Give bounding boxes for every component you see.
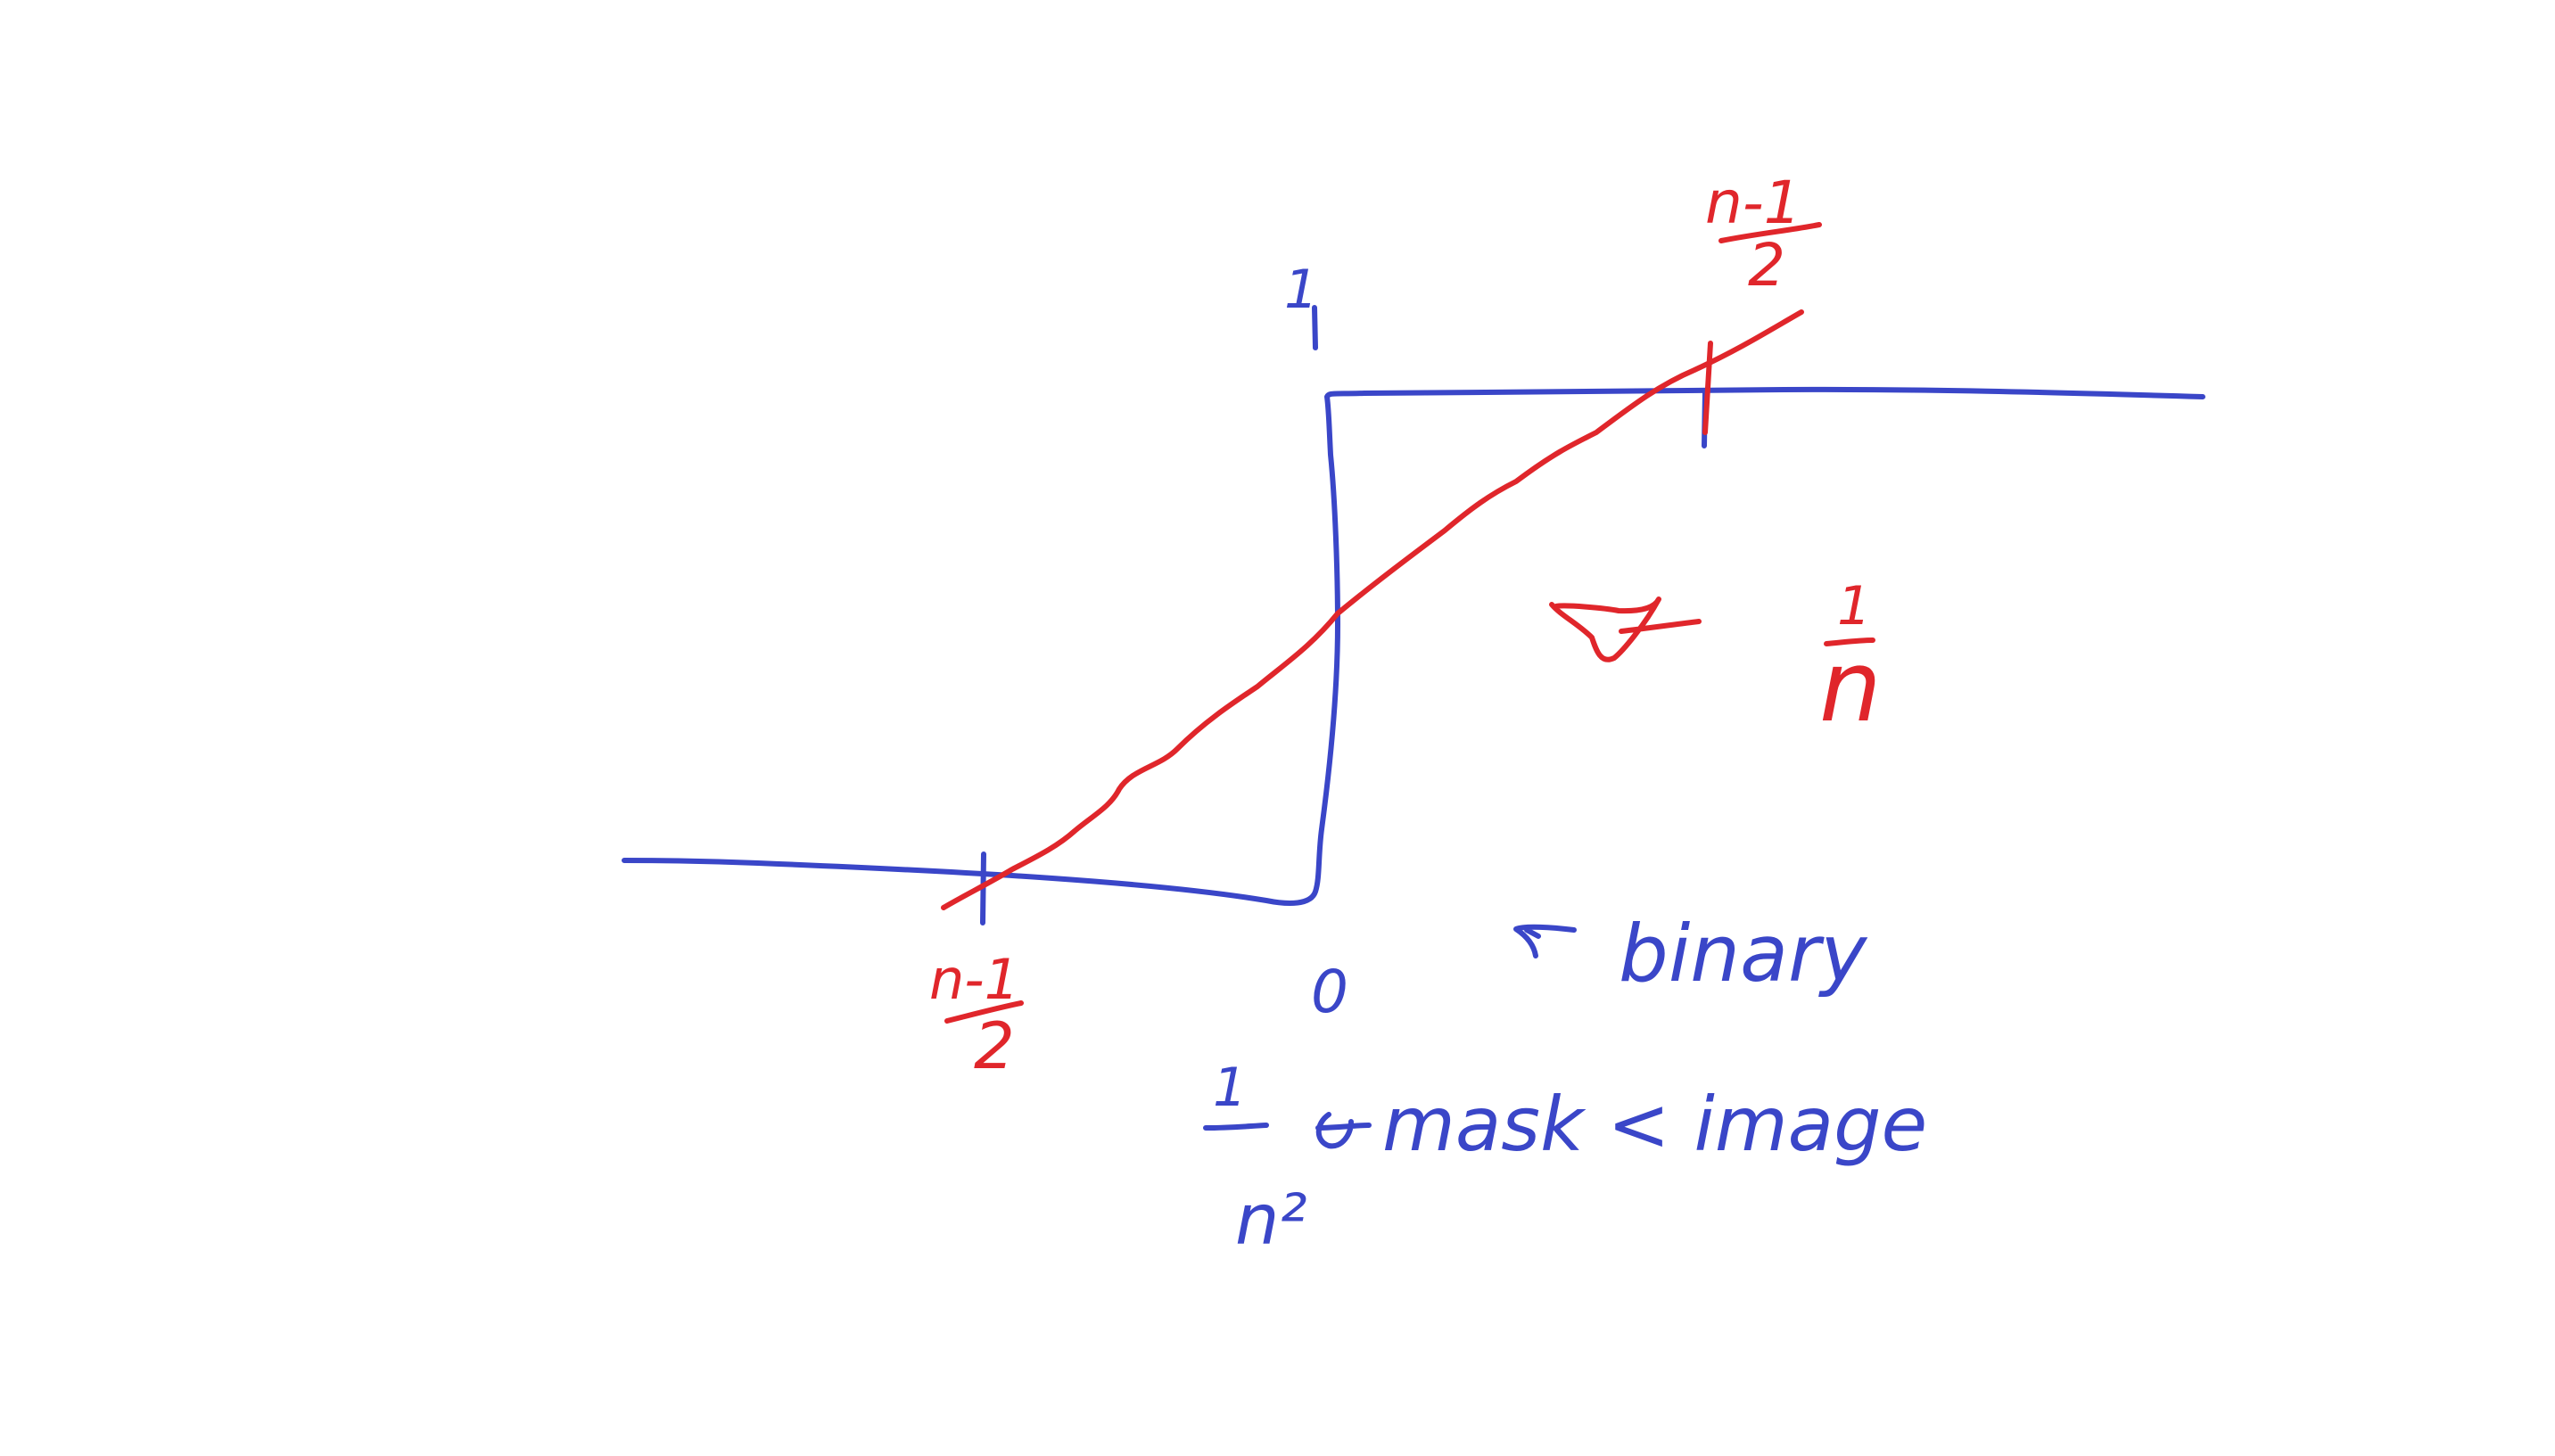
top-right-fraction-bar: [1718, 222, 1822, 243]
step-function-curve: [622, 386, 2205, 906]
top-right-numerator: n-1: [1705, 169, 1801, 237]
bottom-left-denominator: 2: [974, 1008, 1015, 1083]
x-zero-label: 0: [1311, 958, 1348, 1026]
slope-denominator: n: [1819, 629, 1882, 744]
gradient-symbol: [1549, 596, 1702, 662]
mask-image-label: mask < image: [1382, 1081, 1927, 1168]
y-one-label: 1: [1284, 259, 1318, 321]
proportional-symbol: [1315, 1112, 1372, 1149]
slope-numerator: 1: [1837, 575, 1871, 638]
top-right-denominator: 2: [1748, 231, 1785, 300]
area-numerator: 1: [1213, 1057, 1247, 1119]
binary-label: binary: [1619, 908, 1868, 999]
area-fraction-bar: [1203, 1123, 1269, 1131]
binary-marker-icon: [1513, 924, 1577, 958]
slope-fraction-bar: [1824, 638, 1875, 646]
area-denominator: n²: [1235, 1180, 1307, 1261]
bottom-left-fraction-bar: [944, 1000, 1024, 1024]
bottom-left-numerator: n-1: [929, 947, 1019, 1012]
ramp-right-tick: [1702, 341, 1713, 435]
ramp-line: [941, 309, 1804, 910]
